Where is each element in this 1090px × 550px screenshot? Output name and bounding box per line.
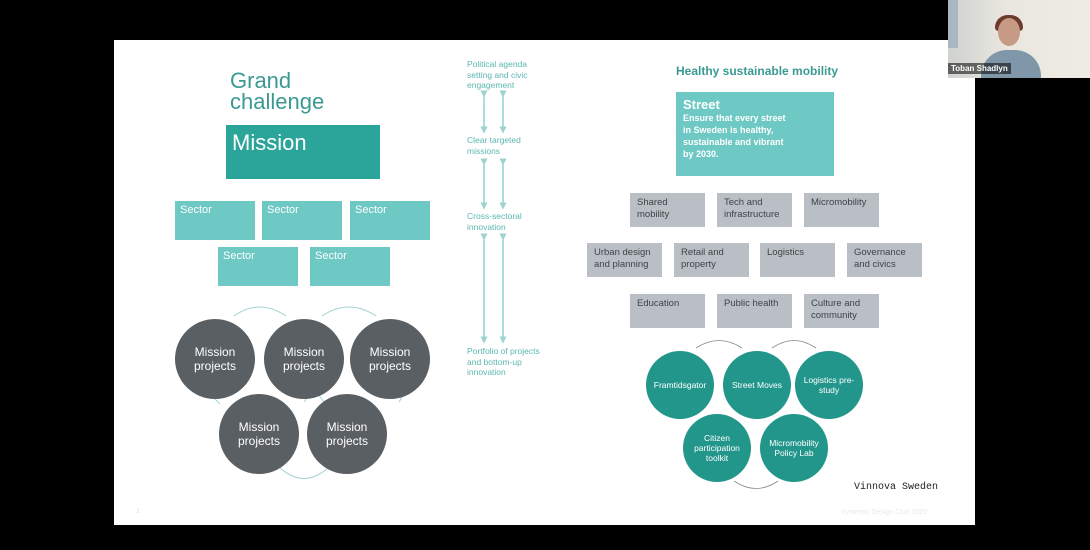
sector-box: Urban design and planning: [587, 243, 662, 277]
page-number: 1: [136, 508, 140, 515]
arc-connector: [213, 397, 221, 405]
sector-box: Retail and property: [674, 243, 749, 277]
slide-footer: Systemic Design Club 2020: [841, 509, 927, 516]
sector-box: Sector: [175, 201, 255, 240]
sector-box: Culture and community: [804, 294, 879, 328]
signature: Vinnova Sweden: [854, 482, 939, 493]
title-line: challenge: [230, 89, 325, 114]
project-circle: Street Moves: [723, 351, 791, 419]
title-line: Grand: [230, 68, 292, 93]
participant-video[interactable]: Toban Shadlyn: [948, 0, 1090, 78]
sector-box: Education: [630, 294, 705, 328]
arc-connector: [695, 340, 743, 349]
street-heading: Street: [683, 97, 720, 112]
arc-connector: [233, 306, 287, 317]
project-circle: Citizen participation toolkit: [683, 414, 751, 482]
level-label: Clear targeted missions: [467, 135, 521, 156]
grand-challenge-title: Grand challenge: [230, 68, 325, 114]
arc-connector: [278, 466, 330, 479]
level-label: Political agenda setting and civic engag…: [467, 59, 528, 90]
sector-box: Micromobility: [804, 193, 879, 227]
project-circle: Logistics pre-study: [795, 351, 863, 419]
project-circle: Framtidsgator: [646, 351, 714, 419]
participant-name: Toban Shadlyn: [948, 63, 1011, 74]
sector-box: Sector: [218, 247, 298, 286]
project-circle: Micromobility Policy Lab: [760, 414, 828, 482]
mission-box: Mission: [226, 125, 380, 179]
street-mission-box: Street Ensure that every street in Swede…: [676, 92, 834, 176]
arc-connector: [321, 306, 377, 317]
presentation-slide: Grand challenge Mission Sector Sector Se…: [114, 40, 975, 525]
participant-face: [998, 18, 1020, 46]
sector-box: Shared mobility: [630, 193, 705, 227]
example-title: Healthy sustainable mobility: [676, 64, 839, 78]
level-label: Cross-sectoral innovation: [467, 211, 522, 232]
arc-connector: [771, 340, 817, 349]
sector-box: Governance and civics: [847, 243, 922, 277]
sector-box: Tech and infrastructure: [717, 193, 792, 227]
arc-connector: [733, 480, 779, 489]
sector-box: Public health: [717, 294, 792, 328]
street-text: Ensure that every street in Sweden is he…: [683, 113, 786, 159]
sector-box: Logistics: [760, 243, 835, 277]
sector-box: Sector: [262, 201, 342, 240]
sector-box: Sector: [350, 201, 430, 240]
sector-box: Sector: [310, 247, 390, 286]
vertical-arrows: [480, 90, 507, 344]
background-window: [948, 0, 958, 48]
level-label: Portfolio of projects and bottom-up inno…: [467, 346, 540, 377]
